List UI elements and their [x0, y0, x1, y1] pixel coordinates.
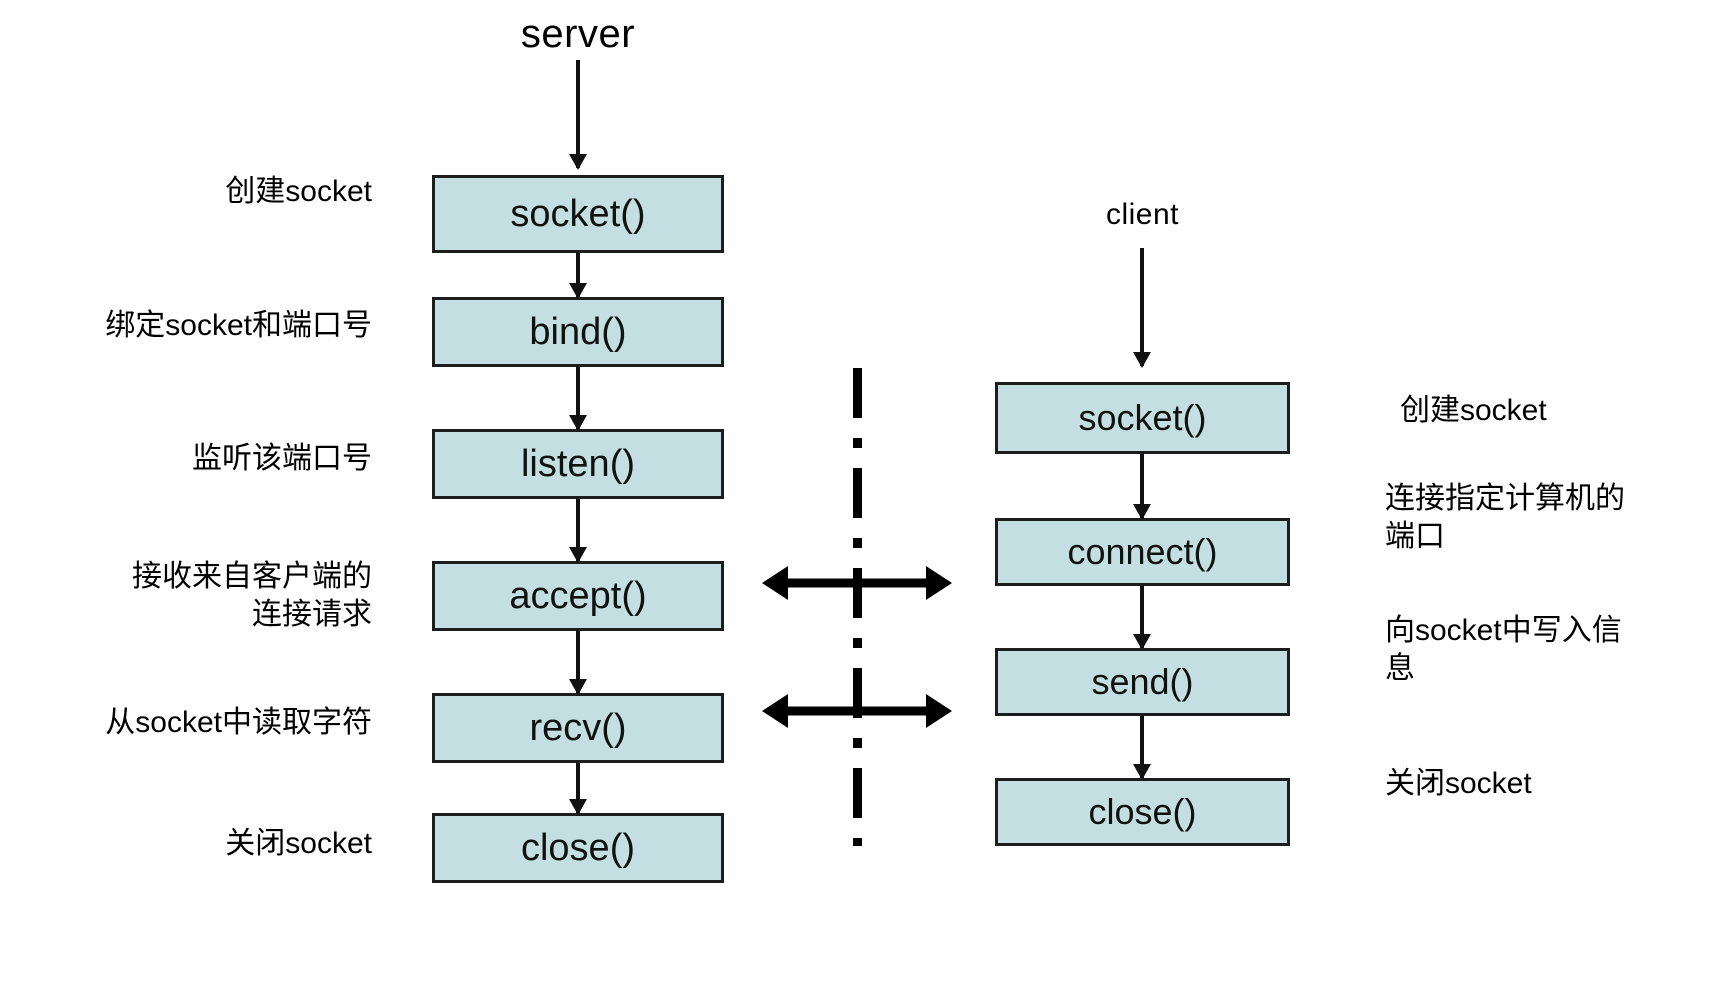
server-step-bind-label: bind() [529, 311, 627, 353]
server-connector-socket-bind [576, 253, 580, 297]
client-annot-send: 向socket中写入信 息 [1385, 614, 1622, 686]
connection-exchange-arrow [762, 566, 952, 600]
server-step-recv[interactable]: recv() [432, 693, 724, 763]
server-step-accept[interactable]: accept() [432, 561, 724, 631]
arrow-head-left-icon [762, 694, 788, 728]
server-connector-listen-accept [576, 499, 580, 561]
client-step-socket-label: socket() [1078, 397, 1207, 438]
server-annot-recv: 从socket中读取字符 [105, 706, 372, 739]
server-annot-close: 关闭socket [225, 827, 372, 860]
server-connector-recv-close [576, 763, 580, 813]
server-connector-bind-listen [576, 367, 580, 429]
data-exchange-arrow [762, 694, 952, 728]
client-step-close-label: close() [1088, 791, 1197, 832]
server-annot-accept: 接收来自客户端的 连接请求 [132, 560, 372, 632]
client-step-connect[interactable]: connect() [995, 518, 1290, 586]
server-step-accept-label: accept() [509, 575, 647, 617]
client-step-send[interactable]: send() [995, 648, 1290, 716]
client-annot-connect: 连接指定计算机的 端口 [1385, 482, 1625, 554]
server-annot-socket: 创建socket [225, 175, 372, 208]
client-column-title: client [1105, 198, 1180, 231]
server-connector-accept-recv [576, 631, 580, 693]
client-annot-socket: 创建socket [1400, 394, 1547, 427]
client-step-close[interactable]: close() [995, 778, 1290, 846]
server-step-close[interactable]: close() [432, 813, 724, 883]
client-annot-close: 关闭socket [1385, 767, 1532, 800]
server-step-recv-label: recv() [529, 707, 627, 749]
server-step-listen-label: listen() [520, 443, 636, 485]
server-entry-connector [576, 60, 580, 168]
server-annot-listen: 监听该端口号 [192, 442, 372, 475]
arrow-head-right-icon [926, 694, 952, 728]
server-column-title: server [520, 12, 636, 56]
server-step-socket[interactable]: socket() [432, 175, 724, 253]
client-entry-connector [1140, 248, 1144, 366]
client-connector-socket-connect [1140, 454, 1144, 518]
server-step-socket-label: socket() [510, 193, 646, 235]
arrow-shaft [778, 706, 936, 716]
server-step-listen[interactable]: listen() [432, 429, 724, 499]
client-server-boundary-divider [853, 368, 862, 846]
client-connector-connect-send [1140, 586, 1144, 648]
arrow-head-left-icon [762, 566, 788, 600]
arrow-head-right-icon [926, 566, 952, 600]
client-connector-send-close [1140, 716, 1144, 778]
client-step-send-label: send() [1091, 661, 1194, 702]
server-step-close-label: close() [520, 827, 636, 869]
client-step-connect-label: connect() [1067, 531, 1218, 572]
client-step-socket[interactable]: socket() [995, 382, 1290, 454]
server-annot-bind: 绑定socket和端口号 [105, 309, 372, 342]
server-step-bind[interactable]: bind() [432, 297, 724, 367]
arrow-shaft [778, 578, 936, 588]
